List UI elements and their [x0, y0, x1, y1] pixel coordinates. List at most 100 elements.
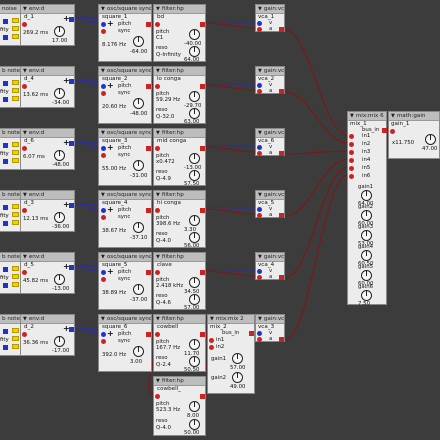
pitch-input-pin[interactable]	[101, 208, 106, 213]
pitch-knob[interactable]	[133, 98, 144, 109]
filter-output-pin[interactable]	[200, 394, 205, 399]
collapse-triangle-icon[interactable]: ▼	[391, 113, 395, 119]
mix6-gain-knob[interactable]	[361, 250, 372, 261]
filter-to-vca-wire[interactable]	[203, 22, 258, 29]
vca-a-input-pin[interactable]	[257, 213, 262, 218]
output-pin[interactable]	[146, 270, 151, 275]
vca-v-input-pin[interactable]	[257, 207, 262, 212]
collapse-triangle-icon[interactable]: ▼	[258, 68, 262, 74]
vca-to-mix6-wire[interactable]	[284, 166, 349, 279]
input-pin[interactable]	[22, 332, 27, 337]
decay-knob[interactable]	[54, 336, 65, 347]
yellow-button[interactable]	[12, 18, 19, 23]
filter-reso-knob[interactable]	[189, 108, 200, 119]
output-pin[interactable]	[3, 97, 8, 102]
vca-to-mix6-wire[interactable]	[284, 150, 349, 155]
yellow-button[interactable]	[12, 150, 19, 155]
yellow-button[interactable]	[12, 212, 19, 217]
math-gain-knob[interactable]	[425, 134, 436, 145]
filter-input-pin[interactable]	[155, 146, 160, 151]
yellow-button[interactable]	[12, 204, 19, 209]
in1-pin[interactable]	[209, 338, 214, 343]
filter-output-pin[interactable]	[200, 22, 205, 27]
yellow-button[interactable]	[12, 282, 19, 287]
collapse-triangle-icon[interactable]: ▼	[101, 6, 105, 12]
filter-output-pin[interactable]	[200, 208, 205, 213]
math-gain-input-pin[interactable]	[390, 129, 395, 134]
pitch-knob[interactable]	[133, 346, 144, 357]
filter-output-pin[interactable]	[200, 332, 205, 337]
mix6-input-pin[interactable]	[349, 150, 354, 155]
mix6-gain-knob[interactable]	[361, 290, 372, 301]
vca-v-input-pin[interactable]	[257, 145, 262, 150]
vca-to-mix6-wire[interactable]	[284, 158, 349, 217]
mix6-output-pin[interactable]	[382, 128, 387, 133]
collapse-triangle-icon[interactable]: ▼	[23, 130, 27, 136]
pitch-knob[interactable]	[133, 284, 144, 295]
filter-input-pin[interactable]	[155, 332, 160, 337]
collapse-triangle-icon[interactable]: ▼	[101, 130, 105, 136]
yellow-button[interactable]	[12, 220, 19, 225]
collapse-triangle-icon[interactable]: ▼	[101, 316, 105, 322]
pitch-input-pin[interactable]	[101, 22, 106, 27]
vca-output-pin[interactable]	[279, 151, 284, 156]
filter-output-pin[interactable]	[200, 270, 205, 275]
filter-pitch-knob[interactable]	[189, 91, 200, 102]
pitch-input-pin[interactable]	[101, 84, 106, 89]
collapse-triangle-icon[interactable]: ▼	[23, 316, 27, 322]
input-pin[interactable]	[22, 208, 27, 213]
vca-a-input-pin[interactable]	[257, 89, 262, 94]
output-pin[interactable]	[3, 267, 8, 272]
yellow-button[interactable]	[12, 274, 19, 279]
mix2-output-pin[interactable]	[249, 331, 254, 336]
collapse-triangle-icon[interactable]: ▼	[101, 254, 105, 260]
decay-knob[interactable]	[54, 212, 65, 223]
env-to-osc-wire[interactable]	[72, 203, 101, 210]
output-pin[interactable]	[69, 79, 74, 84]
vca-a-input-pin[interactable]	[257, 151, 262, 156]
yellow-button[interactable]	[12, 26, 19, 31]
output-pin[interactable]	[69, 141, 74, 146]
sync-input-pin[interactable]	[101, 153, 106, 158]
decay-knob[interactable]	[54, 88, 65, 99]
output-pin[interactable]	[69, 17, 74, 22]
output-pin[interactable]	[146, 332, 151, 337]
collapse-triangle-icon[interactable]: ▼	[23, 6, 27, 12]
mix6-input-pin[interactable]	[349, 174, 354, 179]
yellow-button[interactable]	[12, 142, 19, 147]
gain-vca-object[interactable]: ▼gain:vcavca_3va	[255, 314, 285, 342]
decay-knob[interactable]	[54, 274, 65, 285]
collapse-triangle-icon[interactable]: ▼	[23, 68, 27, 74]
vca-v-input-pin[interactable]	[257, 83, 262, 88]
yellow-button[interactable]	[12, 88, 19, 93]
pitch-input-pin[interactable]	[101, 332, 106, 337]
filter-pitch-knob[interactable]	[189, 339, 200, 350]
vca-a-input-pin[interactable]	[257, 27, 262, 32]
decay-knob[interactable]	[54, 150, 65, 161]
pitch-knob[interactable]	[133, 36, 144, 47]
in2-pin[interactable]	[209, 345, 214, 350]
collapse-triangle-icon[interactable]: ▼	[258, 254, 262, 260]
vca-output-pin[interactable]	[279, 337, 284, 342]
sync-input-pin[interactable]	[101, 215, 106, 220]
vca-output-pin[interactable]	[279, 275, 284, 280]
collapse-triangle-icon[interactable]: ▼	[350, 113, 354, 119]
yellow-button[interactable]	[12, 336, 19, 341]
output-pin[interactable]	[3, 329, 8, 334]
gain-vca-object[interactable]: ▼gain:vcavca_1va	[255, 4, 285, 32]
vca-to-mix6-wire[interactable]	[284, 91, 349, 144]
